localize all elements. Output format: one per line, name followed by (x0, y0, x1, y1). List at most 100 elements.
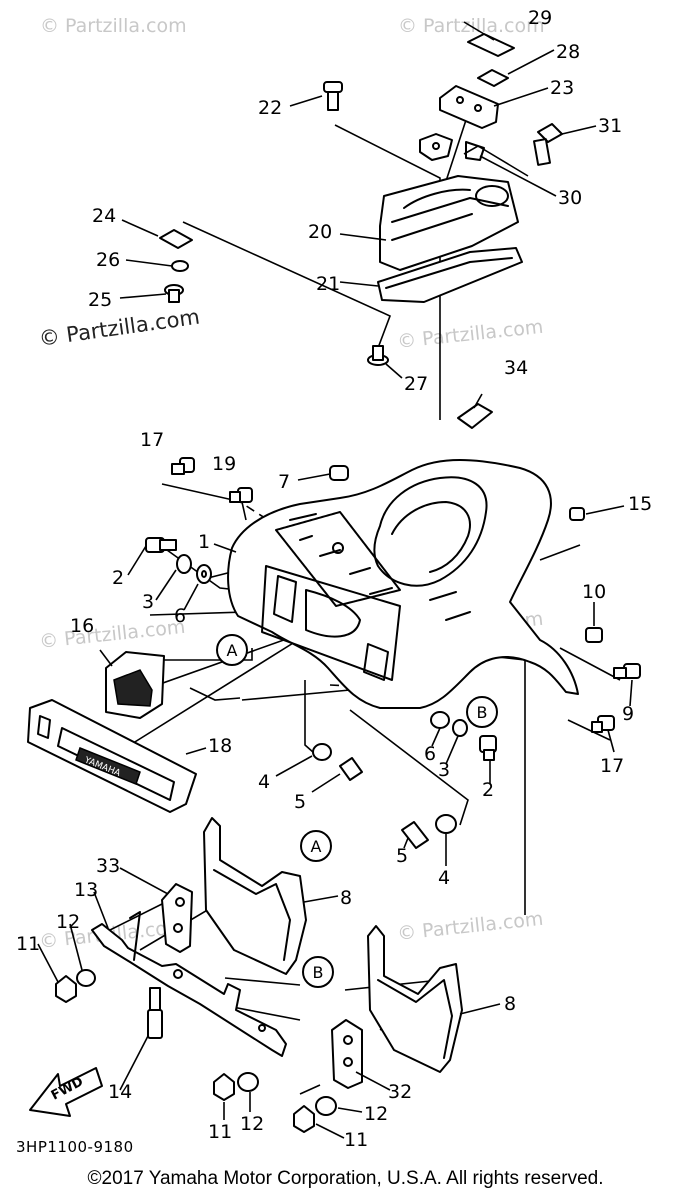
watermark: © Partzilla.com (396, 908, 544, 945)
callout-1: 1 (198, 531, 210, 553)
ref-a-fender: A (216, 634, 248, 666)
watermark: © Partzilla.com (40, 15, 187, 37)
callout-21: 21 (316, 273, 340, 295)
part-23-bracket (439, 85, 499, 129)
callout-4-left: 4 (258, 771, 270, 793)
part-17-bolt-top (171, 457, 195, 475)
callout-28: 28 (556, 41, 580, 63)
part-4-damper-right (435, 814, 457, 834)
part-5-collar-left (339, 757, 363, 781)
callout-12-mid: 12 (240, 1113, 264, 1135)
part-3-washer-left (176, 554, 192, 574)
part-12-washer-left (76, 969, 96, 987)
callout-2-left: 2 (112, 567, 124, 589)
part-12-washer-right (315, 1096, 337, 1116)
ref-b-fender: B (466, 696, 498, 728)
callout-29: 29 (528, 7, 552, 29)
part-18-grille: YAMAHA (27, 699, 197, 813)
part-4-damper-left (312, 743, 332, 761)
callout-14: 14 (108, 1081, 132, 1103)
callout-5-left: 5 (294, 791, 306, 813)
callout-16: 16 (70, 615, 94, 637)
callout-6-right: 6 (424, 743, 436, 765)
callout-10: 10 (582, 581, 606, 603)
callout-7: 7 (278, 471, 290, 493)
callout-8-right: 8 (504, 993, 516, 1015)
callout-24: 24 (92, 205, 116, 227)
part-11-nut-left (55, 975, 77, 1003)
callout-32: 32 (388, 1081, 412, 1103)
part-17-bolt-right (591, 715, 615, 733)
part-26-washer (171, 260, 189, 272)
callout-4-right: 4 (438, 867, 450, 889)
callout-2-right: 2 (482, 779, 494, 801)
ref-label: A (311, 837, 322, 856)
ref-a-flap: A (300, 830, 332, 862)
callout-17-top: 17 (140, 429, 164, 451)
part-32-bracket (331, 1019, 363, 1089)
part-20-meter-housing (379, 175, 519, 271)
callout-12-right: 12 (364, 1103, 388, 1125)
callout-leaders (37, 21, 633, 1139)
part-2-bolt-right (479, 735, 497, 761)
part-6-washer-left (196, 564, 212, 584)
ref-label: B (477, 703, 488, 722)
fwd-arrow-icon: FWD (29, 1067, 103, 1117)
part-21-meter-cover (377, 247, 523, 303)
callout-15: 15 (628, 493, 652, 515)
part-5-collar-right (401, 821, 429, 849)
part-29-plate (467, 33, 515, 57)
callout-11-left: 11 (16, 933, 40, 955)
watermark-dark: © Partzilla.com (37, 305, 201, 351)
diagram-code: 3HP1100-9180 (16, 1138, 134, 1156)
part-31-bolt (533, 123, 563, 166)
part-25-screw (164, 284, 184, 303)
part-28-washer (477, 69, 509, 87)
callout-6-left: 6 (174, 605, 186, 627)
part-16-headlight (105, 651, 165, 719)
callout-20: 20 (308, 221, 332, 243)
part-2-bolt-left (145, 537, 177, 553)
callout-11-mid: 11 (208, 1121, 232, 1143)
callout-25: 25 (88, 289, 112, 311)
copyright-notice: ©2017 Yamaha Motor Corporation, U.S.A. A… (87, 1168, 604, 1189)
part-24-plate (159, 229, 193, 249)
callout-26: 26 (96, 249, 120, 271)
callout-30: 30 (558, 187, 582, 209)
ref-label: B (313, 963, 324, 982)
part-30-bracket (419, 133, 485, 161)
callout-17-right: 17 (600, 755, 624, 777)
callout-23: 23 (550, 77, 574, 99)
callout-3-left: 3 (142, 591, 154, 613)
callout-5-right: 5 (396, 845, 408, 867)
callout-34: 34 (504, 357, 528, 379)
callout-19: 19 (212, 453, 236, 475)
watermark: © Partzilla.com (38, 616, 186, 653)
part-7-grommet (329, 465, 349, 481)
part-1-front-fender (227, 459, 579, 709)
callout-11-right: 11 (344, 1129, 368, 1151)
part-11-nut-mid (213, 1073, 235, 1101)
part-13-stay (91, 911, 287, 1057)
callout-8-left: 8 (340, 887, 352, 909)
watermark: © Partzilla.com (396, 316, 544, 353)
callout-13: 13 (74, 879, 98, 901)
ref-label: A (227, 641, 238, 660)
callout-22: 22 (258, 97, 282, 119)
callout-33: 33 (96, 855, 120, 877)
callout-27: 27 (404, 373, 428, 395)
part-34-grommet (457, 403, 493, 429)
part-15-bolt (569, 507, 585, 521)
part-22-bolt (323, 81, 343, 111)
part-27-screw (367, 345, 389, 366)
part-9-bolt (613, 663, 641, 679)
part-10-bolt (585, 627, 603, 643)
callout-18: 18 (208, 735, 232, 757)
part-33-bracket (161, 883, 193, 953)
part-8-mud-flap-right (367, 925, 463, 1073)
callout-12-left: 12 (56, 911, 80, 933)
part-19-bolt (229, 487, 253, 503)
part-6-washer-right (430, 711, 450, 729)
callout-31: 31 (598, 115, 622, 137)
